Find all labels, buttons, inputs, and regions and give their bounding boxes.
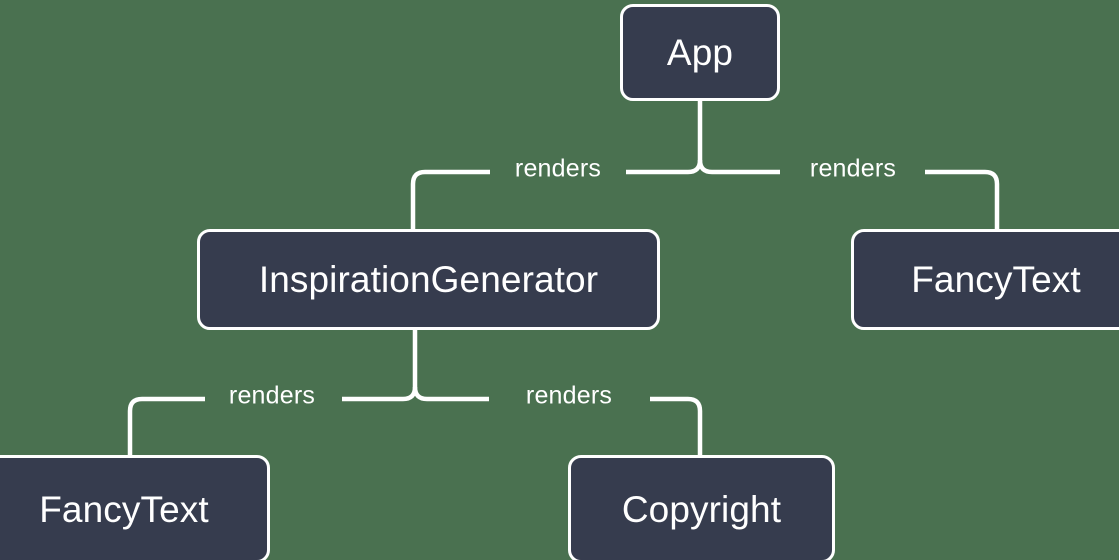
- edge-app-to-fancytext-right: [925, 169, 1000, 229]
- node-app-label: App: [666, 32, 734, 73]
- edge-label-inspirationgenerator-to-copyright: renders: [525, 381, 613, 410]
- node-app[interactable]: App: [620, 4, 780, 101]
- edge-inspirationgenerator-to-fancytext-bottom: [127, 396, 205, 455]
- edge-inspirationgenerator-stem: [342, 330, 418, 402]
- edge-label-inspirationgenerator-to-fancytext-bottom: renders: [228, 381, 316, 410]
- node-fancytext-bottom-label: FancyText: [39, 488, 209, 530]
- edge-app-stem: [626, 100, 703, 175]
- edge-inspirationgenerator-to-copyright: [650, 396, 703, 455]
- node-copyright[interactable]: Copyright: [568, 455, 835, 560]
- edge-app-stem-right: [697, 159, 780, 175]
- edge-inspirationgenerator-stem-right: [412, 386, 489, 402]
- edge-label-app-to-fancytext-right: renders: [809, 154, 897, 183]
- node-fancytext-right[interactable]: FancyText: [851, 229, 1119, 330]
- node-fancytext-bottom[interactable]: FancyText: [0, 455, 270, 560]
- edge-label-app-to-inspirationgenerator: renders: [514, 154, 602, 183]
- edge-app-to-inspirationgenerator: [410, 169, 490, 229]
- node-fancytext-right-label: FancyText: [911, 259, 1081, 300]
- node-inspiration-generator-label: InspirationGenerator: [258, 259, 599, 300]
- node-inspiration-generator[interactable]: InspirationGenerator: [197, 229, 660, 330]
- node-copyright-label: Copyright: [621, 488, 782, 530]
